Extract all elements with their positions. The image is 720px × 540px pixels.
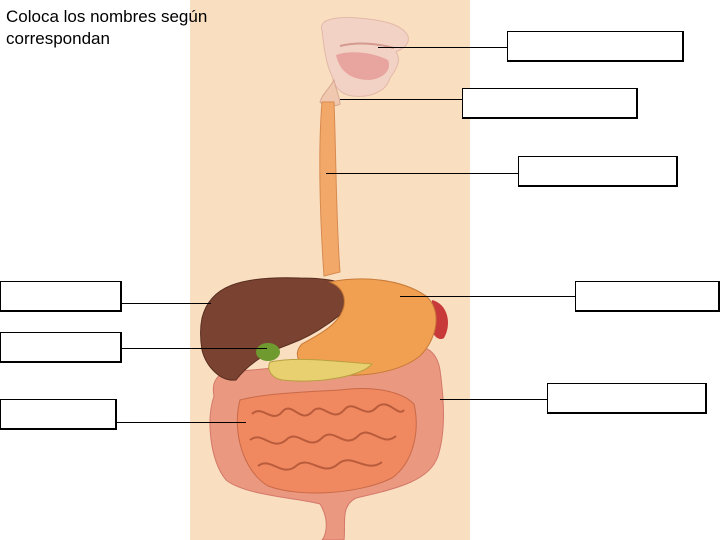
answer-box-gallbladder[interactable]	[0, 332, 122, 363]
leader-line-mouth	[378, 47, 508, 48]
leader-line-liver	[121, 303, 211, 304]
leader-line-gallbladder	[121, 348, 267, 349]
leader-line-pharynx	[340, 99, 462, 100]
answer-box-liver[interactable]	[0, 281, 122, 312]
leader-line-small-intestine	[116, 422, 246, 423]
answer-box-mouth[interactable]	[507, 31, 684, 62]
esophagus	[320, 102, 340, 276]
gallbladder	[256, 343, 280, 361]
answer-box-esophagus[interactable]	[518, 156, 678, 187]
leader-line-stomach	[400, 296, 576, 297]
leader-line-esophagus	[326, 173, 518, 174]
answer-box-small-intestine[interactable]	[0, 399, 117, 430]
small-intestine	[237, 389, 416, 493]
answer-box-stomach[interactable]	[575, 281, 720, 312]
leader-line-large-intestine	[440, 399, 548, 400]
instruction-title: Coloca los nombres según correspondan	[6, 6, 296, 50]
answer-box-pharynx[interactable]	[462, 88, 638, 119]
answer-box-large-intestine[interactable]	[547, 383, 707, 414]
